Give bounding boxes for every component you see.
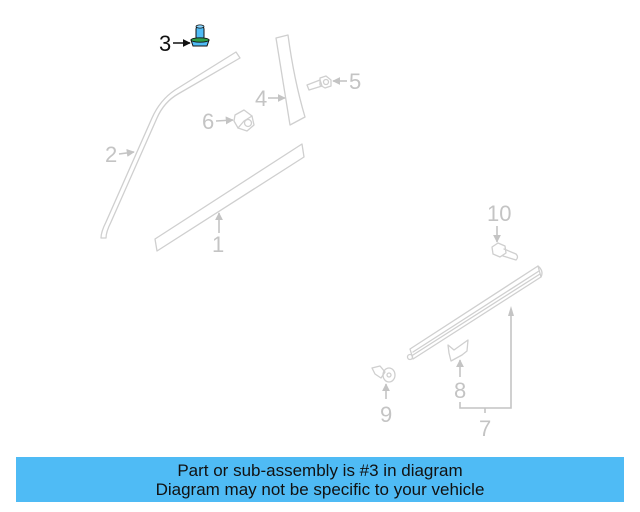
callout-2: 2	[105, 142, 117, 167]
callout-1: 1	[212, 232, 224, 257]
leader-6	[215, 116, 234, 125]
callout-5: 5	[349, 69, 361, 94]
part-8-retainer[interactable]	[447, 339, 469, 362]
banner-part-reference: Part or sub-assembly is #3 in diagram	[177, 460, 463, 480]
part-3-clip[interactable]	[190, 24, 210, 47]
callout-8: 8	[454, 378, 466, 403]
part-1-belt-molding[interactable]	[154, 143, 305, 252]
leader-2	[118, 148, 135, 157]
part-5-bolt[interactable]	[306, 75, 332, 91]
bracket-7-arrowhead	[508, 306, 514, 316]
part-9-fastener[interactable]	[371, 365, 396, 383]
part-10-screw[interactable]	[491, 242, 519, 261]
callout-7: 7	[479, 416, 491, 441]
callout-6: 6	[202, 109, 214, 134]
parts-diagram: 3 4 5 6 2 1 10	[100, 24, 543, 441]
callout-4: 4	[255, 86, 267, 111]
diagram-notice-banner: Part or sub-assembly is #3 in diagram Di…	[16, 457, 624, 502]
part-4-pillar-garnish[interactable]	[275, 34, 306, 126]
callout-3: 3	[159, 31, 171, 56]
part-7-rocker-molding[interactable]	[406, 265, 543, 361]
banner-disclaimer: Diagram may not be specific to your vehi…	[155, 479, 485, 499]
callout-10: 10	[487, 201, 511, 226]
part-2-window-frame-molding[interactable]	[100, 51, 241, 239]
part-6-nut[interactable]	[233, 109, 255, 132]
callout-9: 9	[380, 402, 392, 427]
